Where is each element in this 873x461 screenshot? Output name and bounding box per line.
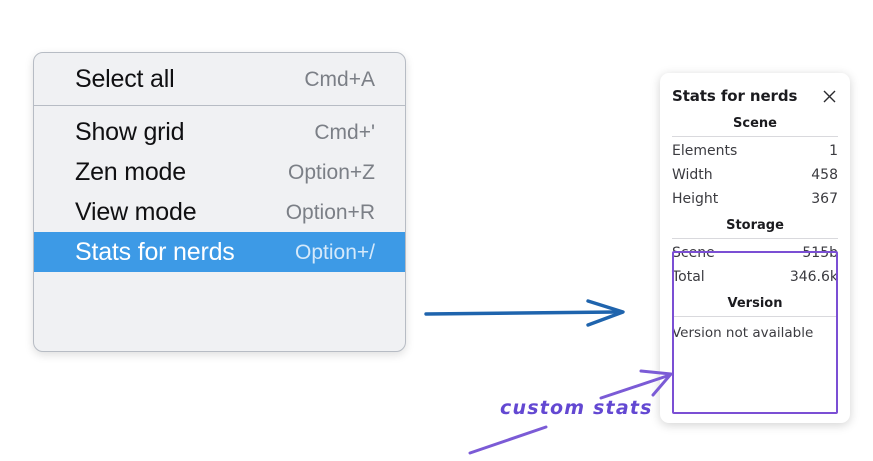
menu-item-shortcut: Cmd+' [314,120,375,144]
stats-panel-title: Stats for nerds [672,87,798,105]
stats-for-nerds-panel: Stats for nerds Scene Elements 1 Width 4… [660,73,850,423]
stats-panel-header: Stats for nerds [672,73,838,109]
section-rule [672,316,838,318]
menu-item-stats-for-nerds[interactable]: Stats for nerds Option+/ [34,232,405,272]
stats-row-label: Elements [672,143,738,159]
stats-row-value: 515b [802,245,838,262]
stats-row-height: Height 367 [672,187,838,211]
menu-item-shortcut: Option+R [285,200,375,224]
menu-item-label: View mode [75,197,197,226]
stats-row-width: Width 458 [672,163,838,187]
menu-item-label: Show grid [75,117,185,146]
stats-row-scene: Scene 515b [672,241,838,265]
stats-section-title-scene: Scene [733,116,777,131]
blue-arrow-icon [424,299,625,327]
menu-item-label: Zen mode [75,157,186,186]
annotation-label-custom-stats: custom stats [500,397,653,419]
stats-row-value: 367 [811,191,838,208]
section-rule [672,238,838,240]
stats-row-value: 346.6k [789,269,838,286]
menu-item-label: Select all [75,64,175,93]
stats-row-label: Height [672,191,719,208]
canvas-context-menu[interactable]: Select all Cmd+A Show grid Cmd+' Zen mod… [33,52,406,352]
stats-row-label: Scene [672,245,715,262]
menu-item-shortcut: Option+Z [288,160,375,184]
menu-item-shortcut: Cmd+A [304,67,375,91]
purple-underline-stroke [468,425,548,455]
menu-item-select-all[interactable]: Select all Cmd+A [34,59,405,99]
menu-group-2: Show grid Cmd+' Zen mode Option+Z View m… [34,106,405,278]
close-icon[interactable] [820,87,838,105]
stats-row-label: Width [672,167,713,184]
version-not-available-text: Version not available [672,325,814,342]
menu-item-view-mode[interactable]: View mode Option+R [34,192,405,232]
menu-item-show-grid[interactable]: Show grid Cmd+' [34,112,405,152]
stats-section-title-version: Version [727,296,783,312]
stats-section-title-storage: Storage [726,218,784,234]
section-rule [672,136,838,137]
stats-row-value: 1 [829,143,838,159]
menu-item-label: Stats for nerds [75,237,235,266]
stats-row-total: Total 346.6k [672,265,838,289]
menu-group-1: Select all Cmd+A [34,53,405,105]
stats-row-elements: Elements 1 [672,139,838,163]
stats-row-label: Total [672,269,705,286]
menu-separator [34,105,405,106]
menu-item-shortcut: Option+/ [295,240,375,264]
stats-row-value: 458 [811,167,838,184]
menu-item-zen-mode[interactable]: Zen mode Option+Z [34,152,405,192]
